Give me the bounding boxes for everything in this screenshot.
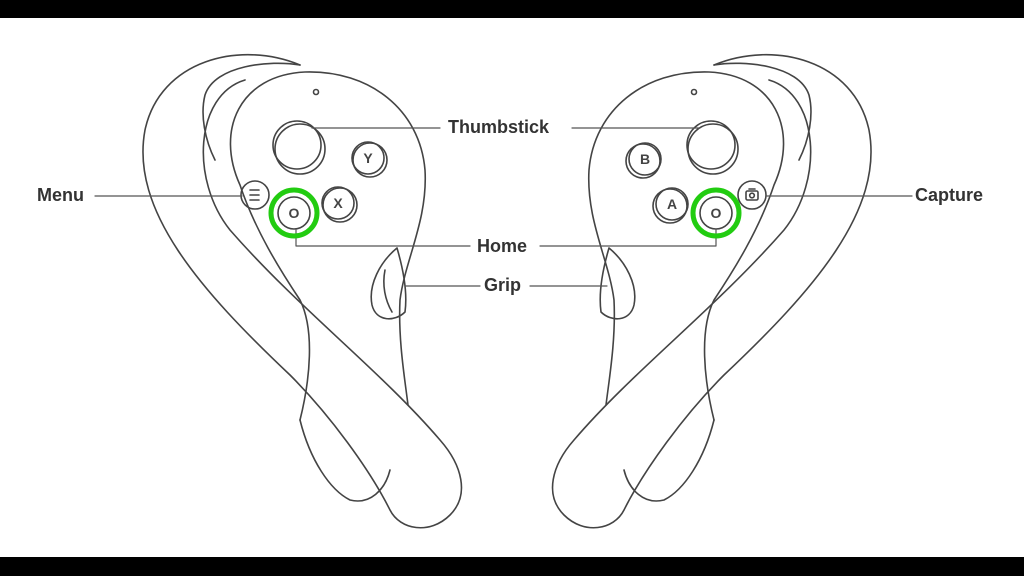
right-home-button[interactable] (699, 196, 733, 230)
left-controller (142, 53, 463, 529)
right-b-label: B (640, 151, 650, 167)
left-thumbstick[interactable] (272, 120, 322, 170)
left-home-label: O (289, 205, 300, 221)
controller-diagram: Y X O B A O Thumbstick Menu Capture Home… (0, 18, 1024, 557)
grip-label: Grip (484, 275, 522, 295)
right-buttons (625, 120, 767, 230)
left-tracking-ring (142, 53, 463, 529)
capture-label: Capture (915, 185, 984, 205)
left-head (229, 71, 427, 421)
home-label: Home (477, 236, 528, 256)
right-b-button[interactable] (628, 142, 662, 176)
menu-label: Menu (37, 185, 84, 205)
left-y-button[interactable] (351, 141, 385, 175)
right-a-button[interactable] (655, 187, 689, 221)
left-grip-trigger (370, 247, 407, 320)
left-ring-inner (202, 62, 301, 161)
left-x-button[interactable] (321, 186, 355, 220)
thumbstick-label: Thumbstick (448, 117, 550, 137)
left-handle (299, 419, 391, 502)
right-a-label: A (667, 196, 677, 212)
right-home-label: O (711, 205, 722, 221)
left-x-label: X (333, 195, 343, 211)
callout-lines (94, 127, 913, 287)
left-menu-button[interactable] (240, 180, 270, 210)
left-thumbstick-base (274, 123, 326, 175)
right-capture-button[interactable] (737, 180, 767, 210)
menu-icon (249, 189, 260, 201)
left-home-button[interactable] (277, 196, 311, 230)
left-home-highlight (268, 187, 320, 239)
right-home-highlight (690, 187, 742, 239)
right-controller (551, 53, 872, 529)
right-thumbstick[interactable] (686, 120, 736, 170)
left-grip-shade (383, 269, 393, 313)
camera-icon (745, 188, 759, 201)
controllers-illustration: Y X O B A O (94, 53, 913, 529)
left-led-dot (312, 88, 320, 96)
left-y-label: Y (363, 150, 373, 166)
